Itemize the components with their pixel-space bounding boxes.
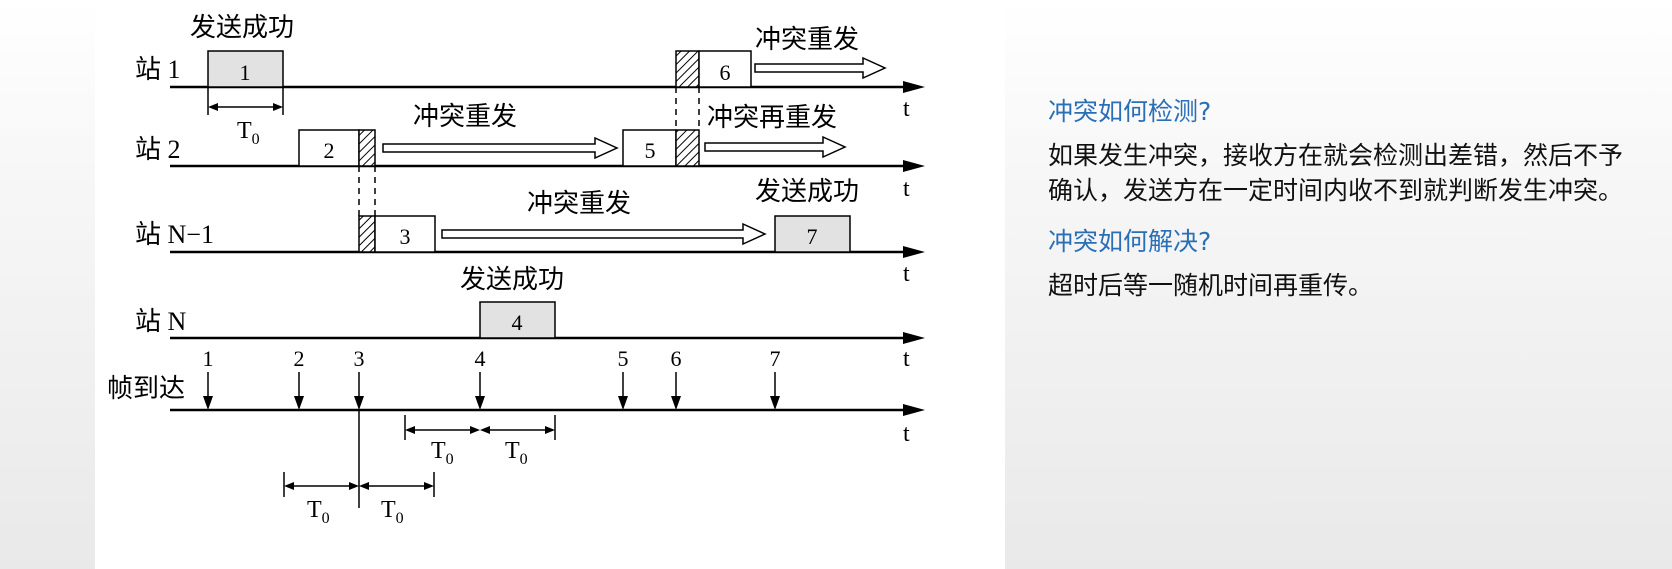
time-axis-2 [170, 160, 925, 172]
retransmit-again-label: 冲突再重发 [707, 103, 837, 132]
time-axis-label-2: t [903, 176, 910, 202]
retransmit-label-frame-3: 冲突重发 [527, 189, 631, 218]
arrival-marker-4 [475, 372, 485, 410]
arrival-marker-7 [770, 372, 780, 410]
t0-interval-after-3 [359, 472, 435, 497]
frame-1 [207, 50, 284, 88]
arrivals-label: 帧到达 [107, 374, 185, 403]
detect-heading: 冲突如何检测? [1048, 97, 1212, 126]
arrival-marker-5 [618, 372, 628, 410]
time-axis-label-n-1: t [903, 261, 910, 287]
retransmit-label-frame-2: 冲突重发 [413, 102, 517, 131]
arrival-number-4: 4 [475, 346, 486, 371]
arrival-number-7: 7 [770, 346, 781, 371]
time-axis-1 [170, 81, 925, 93]
arrival-number-3: 3 [354, 346, 365, 371]
frame-4-success-label: 发送成功 [460, 265, 564, 294]
station-label-2: 站 2 [135, 135, 181, 164]
detect-body: 如果发生冲突，接收方在就会检测出差错，然后不予确认，发送方在一定时间内收不到就判… [1048, 141, 1624, 205]
frame-4-label: 4 [512, 310, 523, 335]
t0-interval-3-4 [404, 415, 480, 440]
resolve-heading: 冲突如何解决? [1048, 227, 1212, 256]
arrival-marker-1 [203, 372, 213, 410]
frame-1-success-label: 发送成功 [190, 13, 294, 42]
t0-label-after-3: T0 [381, 497, 404, 527]
t0-interval-before-3 [283, 472, 359, 497]
arrival-number-5: 5 [618, 346, 629, 371]
frame-3 [358, 215, 436, 253]
collision-guide-5-6 [675, 87, 700, 130]
retransmit-arrow-frame-3 [441, 222, 767, 246]
station-label-n: 站 N [135, 307, 187, 336]
station-label-n-1: 站 N−1 [135, 220, 214, 249]
frame-7-label: 7 [807, 224, 818, 249]
station-label-1: 站 1 [135, 55, 181, 84]
t0-interval-frame-1 [207, 87, 284, 115]
t0-label-frame-1: T0 [237, 118, 260, 148]
frame-3-label: 3 [400, 224, 411, 249]
frame-5-label: 5 [645, 138, 656, 163]
t0-label-4-end: T0 [505, 438, 528, 468]
retransmit-arrow-frame-6 [754, 56, 887, 80]
t0-label-3-4: T0 [431, 438, 454, 468]
explanation-notes: 冲突如何检测? 如果发生冲突，接收方在就会检测出差错，然后不予确认，发送方在一定… [1048, 92, 1638, 317]
frame-6-label: 6 [720, 60, 731, 85]
frame-1-label: 1 [240, 60, 251, 85]
frame-2-label: 2 [324, 138, 335, 163]
arrival-number-6: 6 [671, 346, 682, 371]
time-axis-arrivals [170, 404, 925, 416]
frame-7 [774, 215, 851, 253]
resolve-body: 超时后等一随机时间再重传。 [1048, 271, 1374, 300]
t0-interval-4-end [480, 415, 556, 440]
retransmit-label-frame-6: 冲突重发 [755, 25, 859, 54]
t0-label-before-3: T0 [307, 497, 330, 527]
frame-7-success-label: 发送成功 [755, 177, 859, 206]
retransmit-again-arrow-frame-5 [704, 135, 847, 159]
arrival-marker-2 [294, 372, 304, 410]
arrival-number-2: 2 [294, 346, 305, 371]
time-axis-label-1: t [903, 96, 910, 122]
arrival-number-1: 1 [203, 346, 214, 371]
retransmit-arrow-frame-2 [382, 136, 619, 160]
time-axis-label-n: t [903, 346, 910, 372]
frame-5 [622, 129, 700, 167]
arrival-marker-3 [354, 372, 364, 410]
slotted-aloha-timing-diagram: 站 1 站 2 站 N−1 站 N 帧到达 t t t t t [107, 13, 925, 527]
collision-guide-2-3 [358, 166, 376, 216]
arrival-marker-6 [671, 372, 681, 410]
frame-4 [479, 301, 556, 339]
diagram-panel: 站 1 站 2 站 N−1 站 N 帧到达 t t t t t [95, 0, 1005, 569]
time-axis-label-arrivals: t [903, 421, 910, 447]
frame-2 [298, 129, 376, 167]
frame-6 [675, 50, 752, 88]
